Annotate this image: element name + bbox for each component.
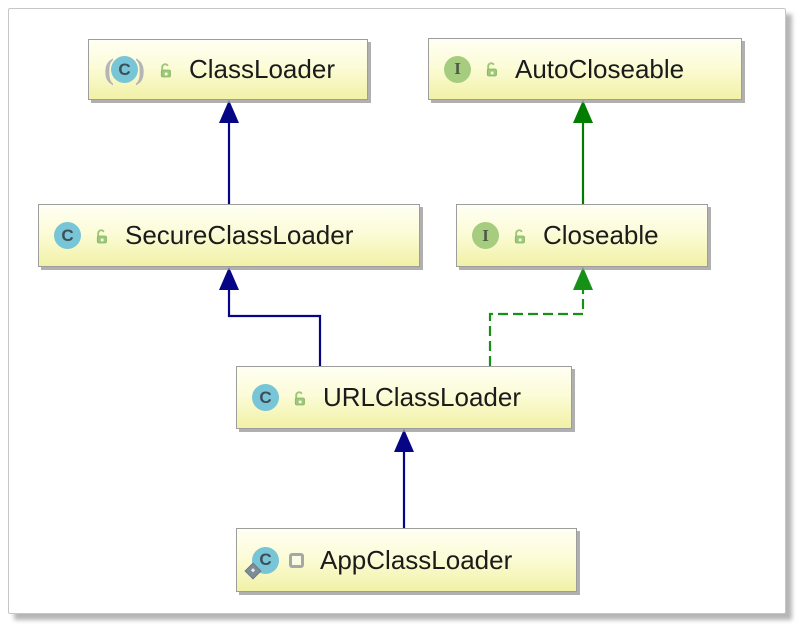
node-secureclassloader[interactable]: C SecureClassLoader (38, 204, 420, 267)
node-appclassloader[interactable]: C AppClassLoader (236, 528, 577, 592)
class-icon: C (252, 384, 279, 411)
node-classloader[interactable]: C ClassLoader (88, 39, 368, 100)
diagram-card (8, 8, 786, 614)
interface-icon: I (444, 55, 471, 83)
static-class-icon: C (244, 546, 279, 579)
class-icon: C (111, 56, 138, 83)
class-icon: C (54, 222, 81, 249)
public-lock-icon (481, 60, 499, 78)
node-label: URLClassLoader (323, 382, 521, 412)
node-urlclassloader[interactable]: C URLClassLoader (236, 366, 572, 429)
node-label: Closeable (543, 220, 659, 250)
node-label: ClassLoader (189, 54, 335, 84)
node-label: AutoCloseable (515, 53, 685, 84)
public-lock-icon (91, 227, 109, 245)
node-label: AppClassLoader (320, 544, 513, 575)
interface-icon: I (472, 222, 499, 249)
abstract-class-icon: C (104, 56, 145, 83)
node-closeable[interactable]: I Closeable (456, 204, 708, 267)
public-lock-icon (289, 389, 307, 407)
public-lock-icon (155, 61, 173, 79)
node-label: SecureClassLoader (125, 220, 354, 250)
package-private-icon (289, 552, 304, 568)
public-lock-icon (509, 227, 527, 245)
node-autocloseable[interactable]: I AutoCloseable (428, 38, 742, 100)
